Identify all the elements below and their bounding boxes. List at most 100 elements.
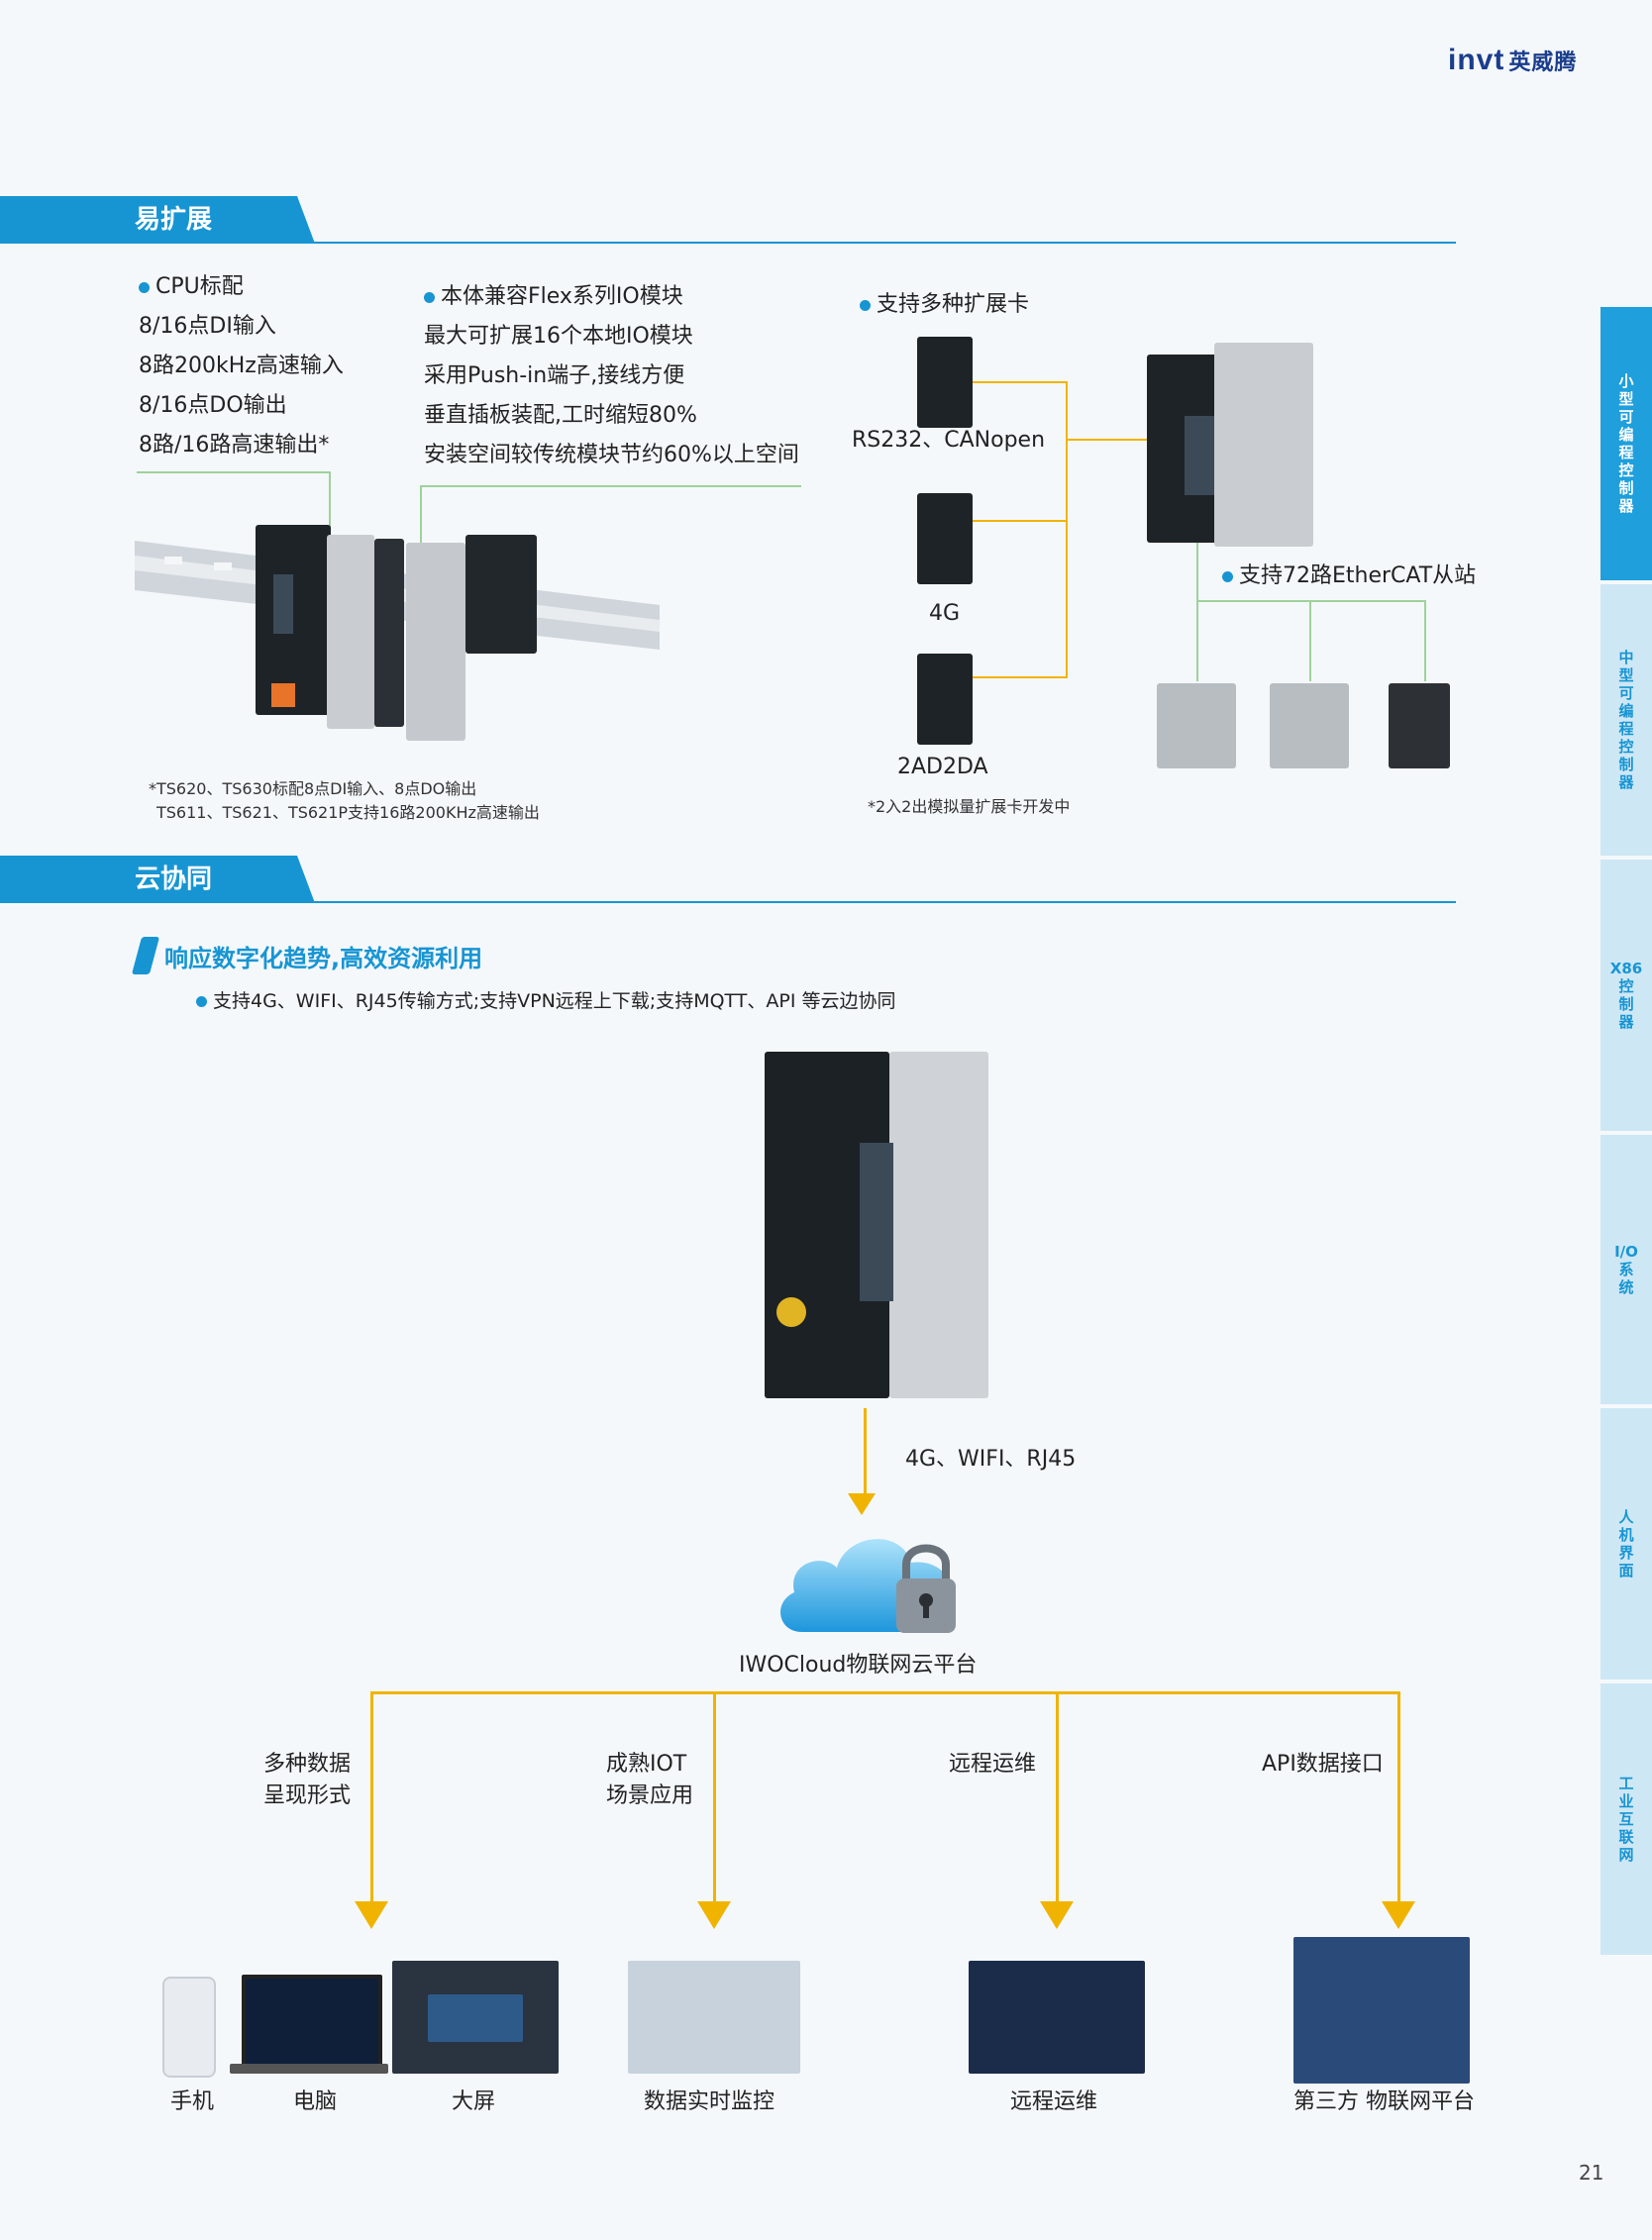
sidebar-tab-io[interactable]: I/O 系 统: [1600, 1135, 1652, 1404]
cpu-line: 8/16点DI输入: [139, 314, 276, 339]
sidebar-tab-iiot[interactable]: 工 业 互 联 网: [1600, 1683, 1652, 1955]
connector-line: [973, 676, 1068, 678]
logo-cn: 英威腾: [1508, 50, 1578, 74]
leader-line: [329, 471, 331, 560]
cards-title: 支持多种扩展卡: [860, 285, 1029, 325]
branch-line: [1397, 1691, 1400, 1901]
leader-line: [137, 471, 331, 473]
bottom-label: 数据实时监控: [644, 2089, 775, 2114]
leader-line: [420, 485, 422, 564]
section2-bullet: 支持4G、WIFI、RJ45传输方式;支持VPN远程上下载;支持MQTT、API…: [196, 986, 896, 1013]
ethernet-ports: [273, 574, 293, 634]
card-label: 2AD2DA: [897, 755, 988, 779]
bottom-label: 电脑: [293, 2089, 338, 2114]
branch-label: 远程运维: [949, 1752, 1037, 1777]
section2-subtitle: 响应数字化趋势,高效资源利用: [164, 945, 483, 972]
branch-label: 多种数据呈现形式: [263, 1752, 352, 1808]
branch-label: API数据接口: [1262, 1752, 1384, 1777]
cpu-line: 8路200kHz高速输入: [139, 354, 344, 378]
ethernet-ports: [1185, 416, 1214, 495]
terminal-orange: [271, 683, 295, 707]
flex-line: 采用Push-in端子,接线方便: [424, 363, 685, 388]
big-screen-display: [428, 1994, 523, 2042]
flex-spec-block: 本体兼容Flex系列IO模块 最大可扩展16个本地IO模块 采用Push-in端…: [424, 277, 799, 475]
section2-title: 云协同: [135, 865, 213, 894]
expansion-card-2ad2da: [917, 654, 973, 745]
section-divider: [0, 242, 1456, 244]
lock-icon: [891, 1537, 961, 1636]
io-module: [406, 543, 465, 741]
sidebar-tab-hmi[interactable]: 人 机 界 面: [1600, 1408, 1652, 1680]
card-label: 4G: [929, 601, 961, 626]
arrow-head: [1040, 1901, 1074, 1929]
io-module: [465, 535, 537, 654]
branch-line: [370, 1691, 373, 1901]
arrow-head: [1382, 1901, 1415, 1929]
cpu-line: 8路/16路高速输出*: [139, 433, 330, 458]
section-divider: [0, 901, 1456, 903]
ethercat-slave-2: [1270, 683, 1349, 768]
section-title-expand: 易扩展: [0, 196, 315, 244]
branch-line: [1056, 1691, 1059, 1901]
subtitle-marker: [131, 937, 160, 974]
ethercat-slave-1: [1157, 683, 1236, 768]
footnote-left: TS611、TS621、TS621P支持16路200KHz高速输出: [156, 803, 540, 822]
leader-line: [1196, 543, 1198, 602]
ethercat-text: 支持72路EtherCAT从站: [1239, 563, 1477, 588]
cpu-line: 8/16点DO输出: [139, 393, 287, 418]
bottom-label: 第三方 物联网平台: [1293, 2089, 1475, 2114]
arrow-head: [355, 1901, 388, 1929]
bullet-dot: [196, 996, 207, 1007]
leader-line: [1196, 600, 1198, 681]
branch-line: [713, 1691, 716, 1901]
cpu-line: CPU标配: [155, 274, 244, 299]
flex-line: 最大可扩展16个本地IO模块: [424, 324, 693, 349]
remote-maintenance-image: [969, 1961, 1145, 2074]
arrow-line: [864, 1408, 867, 1499]
cloud-label: IWOCloud物联网云平台: [739, 1653, 978, 1678]
footnote-left: *TS620、TS630标配8点DI输入、8点DO输出: [149, 779, 477, 798]
expansion-card-4g: [917, 493, 973, 584]
connector-line: [973, 381, 1068, 383]
sidebar-tab-medium-plc[interactable]: 中 型 可 编 程 控 制 器: [1600, 584, 1652, 856]
sim-slot: [776, 1297, 806, 1327]
plc-io-module: [1214, 343, 1313, 547]
link-label: 4G、WIFI、RJ45: [905, 1447, 1077, 1472]
ts635-io-module: [889, 1052, 988, 1398]
cards-title-text: 支持多种扩展卡: [877, 292, 1030, 317]
ethercat-drive: [1389, 683, 1450, 768]
phone-image: [162, 1977, 216, 2078]
ethercat-label: 支持72路EtherCAT从站: [1222, 557, 1476, 596]
monitoring-image: [628, 1961, 800, 2074]
leader-line: [1309, 600, 1311, 681]
io-module: [374, 539, 404, 727]
bottom-label: 手机: [170, 2089, 215, 2114]
card-label: RS232、CANopen: [852, 428, 1046, 453]
io-module: [327, 535, 374, 729]
expansion-card-rs232: [917, 337, 973, 428]
bottom-label: 远程运维: [1010, 2089, 1098, 2114]
flex-line: 本体兼容Flex系列IO模块: [441, 284, 683, 309]
footnote-right: *2入2出模拟量扩展卡开发中: [868, 797, 1071, 816]
bullet-dot: [424, 291, 435, 303]
sidebar-tab-x86[interactable]: X86 控 制 器: [1600, 860, 1652, 1131]
flex-line: 垂直插板装配,工时缩短80%: [424, 403, 697, 428]
branch-line: [370, 1691, 1400, 1694]
leader-line: [420, 485, 801, 487]
bullet-dot: [139, 281, 150, 293]
leader-line: [1424, 600, 1426, 681]
section-title-cloud: 云协同: [0, 856, 315, 903]
ethernet-ports: [860, 1143, 893, 1301]
flex-line: 安装空间较传统模块节约60%以上空间: [424, 443, 799, 467]
sidebar-tab-small-plc[interactable]: 小 型 可 编 程 控 制 器: [1600, 307, 1652, 580]
connector-line: [1066, 381, 1068, 678]
connector-line: [973, 520, 1068, 522]
page-number: 21: [1579, 2161, 1604, 2185]
section2-bullet-text: 支持4G、WIFI、RJ45传输方式;支持VPN远程上下载;支持MQTT、API…: [213, 990, 896, 1012]
bullet-dot: [860, 299, 871, 311]
arrow-head: [848, 1493, 876, 1515]
bullet-dot: [1222, 570, 1233, 582]
cpu-spec-block: CPU标配 8/16点DI输入 8路200kHz高速输入 8/16点DO输出 8…: [139, 267, 344, 465]
